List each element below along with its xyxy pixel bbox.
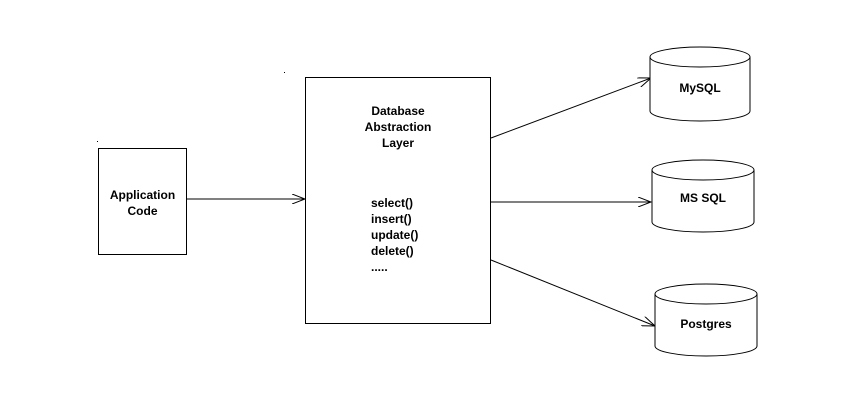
- application-label-line2: Code: [127, 204, 158, 218]
- mysql-database-cylinder: [649, 46, 751, 122]
- mssql-database-cylinder: [651, 159, 755, 233]
- abstraction-layer-box: [305, 77, 491, 324]
- function-list: select() insert() update() delete() ....…: [371, 195, 418, 275]
- abstraction-layer-title: Database Abstraction Layer: [305, 103, 491, 151]
- arrow-layer-to-postgres: [490, 259, 655, 326]
- stray-dot: [97, 141, 98, 142]
- mysql-label: MySQL: [679, 81, 721, 95]
- function-ellipsis: .....: [371, 260, 388, 274]
- stray-dot: [284, 72, 285, 73]
- function-delete: delete(): [371, 244, 414, 258]
- postgres-database-cylinder: [654, 283, 758, 357]
- application-code-box: [98, 148, 187, 255]
- abstraction-title-line2: Abstraction: [364, 120, 432, 134]
- function-update: update(): [371, 228, 419, 242]
- mssql-label: MS SQL: [679, 191, 726, 205]
- postgres-label: Postgres: [680, 317, 732, 331]
- function-insert: insert(): [371, 212, 412, 226]
- function-select: select(): [371, 196, 414, 210]
- arrow-layer-to-mysql: [490, 78, 651, 139]
- application-code-label: Application Code: [98, 187, 187, 219]
- application-label-line1: Application: [109, 188, 176, 202]
- abstraction-title-line1: Database: [371, 104, 425, 118]
- abstraction-title-line3: Layer: [381, 136, 415, 150]
